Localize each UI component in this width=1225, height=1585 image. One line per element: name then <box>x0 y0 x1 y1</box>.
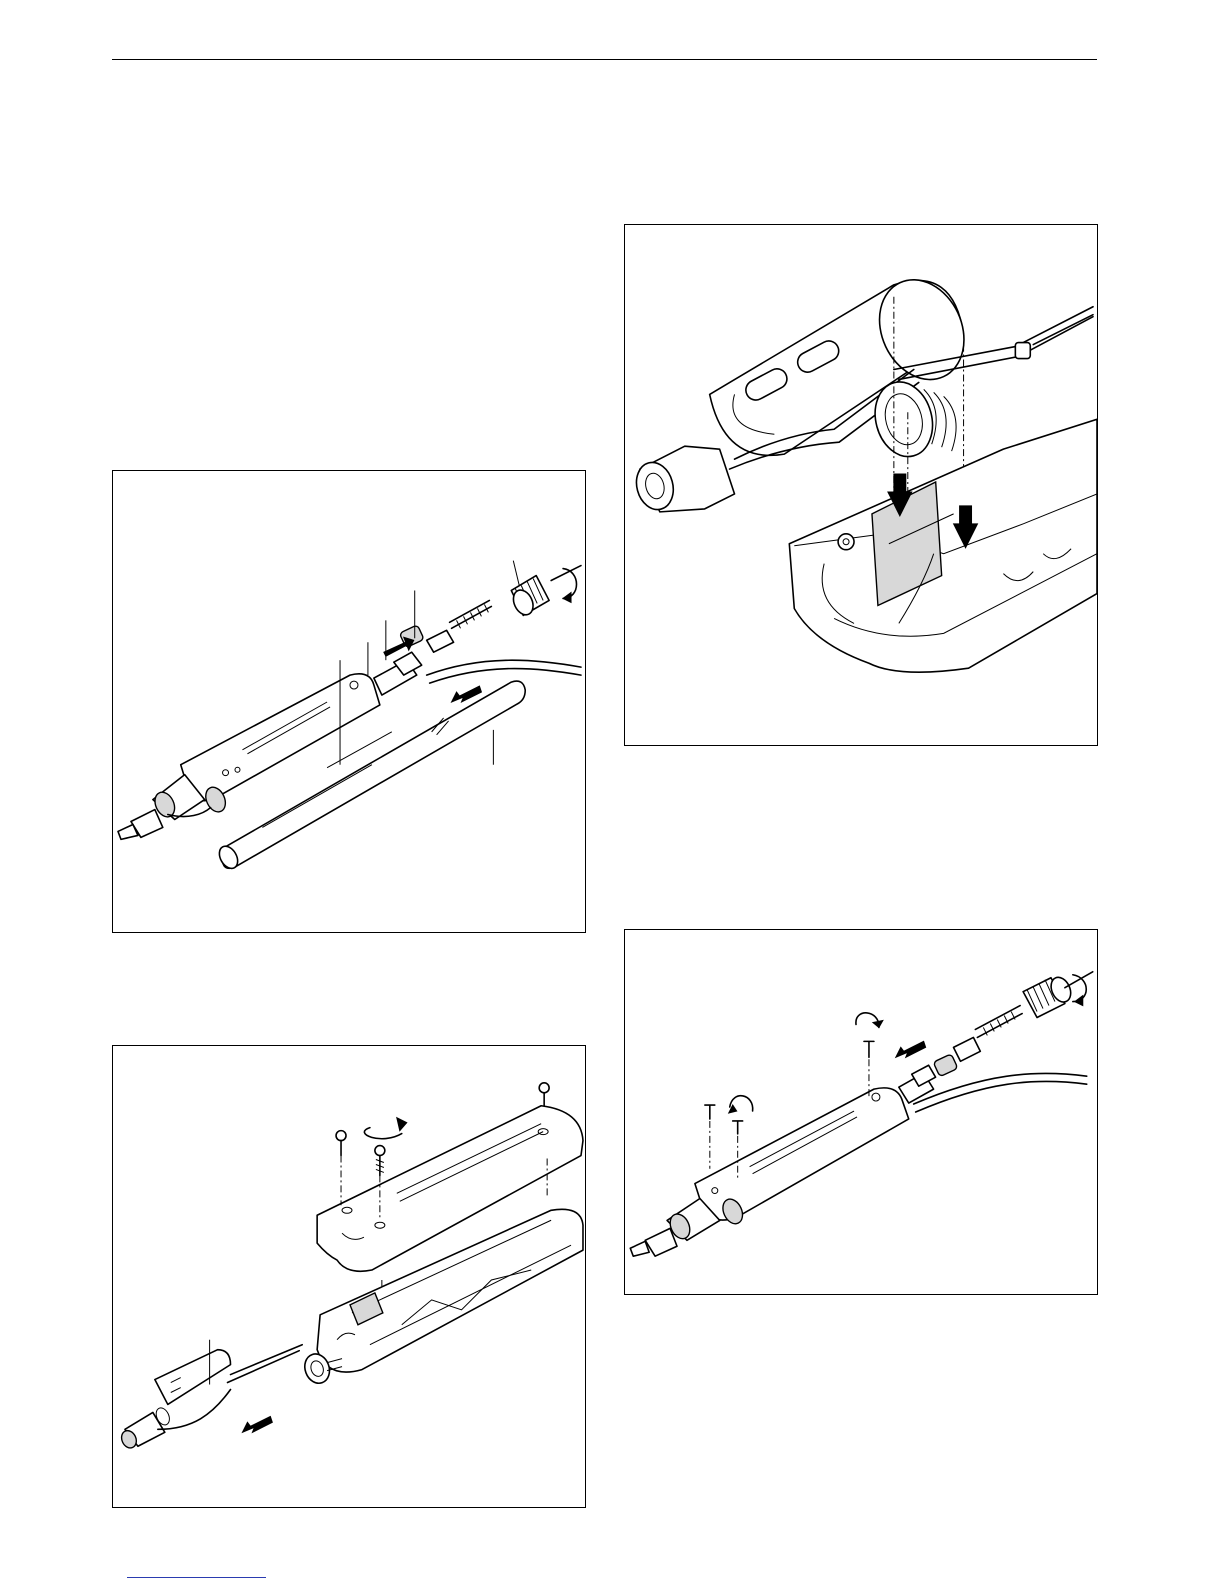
heater-sleeve <box>155 1350 231 1405</box>
figure-2-handle-disassembly <box>112 1045 586 1508</box>
figure-1-sleeve-removal <box>112 470 586 933</box>
figure-4-drawing <box>625 930 1097 1294</box>
header-rule <box>112 59 1097 60</box>
spring-coil <box>975 1006 1022 1038</box>
figure-4-reassembly <box>624 929 1098 1295</box>
spring-coil <box>450 600 492 628</box>
footer-link-underline[interactable] <box>127 1577 266 1578</box>
pull-arrow <box>242 1416 272 1432</box>
figure-3-drawing <box>625 225 1097 745</box>
screw-top <box>856 1013 883 1099</box>
screw-right <box>539 1083 549 1106</box>
slide-arrow <box>452 686 482 702</box>
screw-left <box>705 1105 715 1169</box>
push-arrow <box>896 1041 926 1057</box>
figure-1-drawing <box>113 471 585 932</box>
bottom-shell <box>789 419 1097 672</box>
figure-2-drawing <box>113 1046 585 1507</box>
screw-left <box>336 1131 346 1206</box>
figure-3-heater-insert <box>624 224 1098 746</box>
